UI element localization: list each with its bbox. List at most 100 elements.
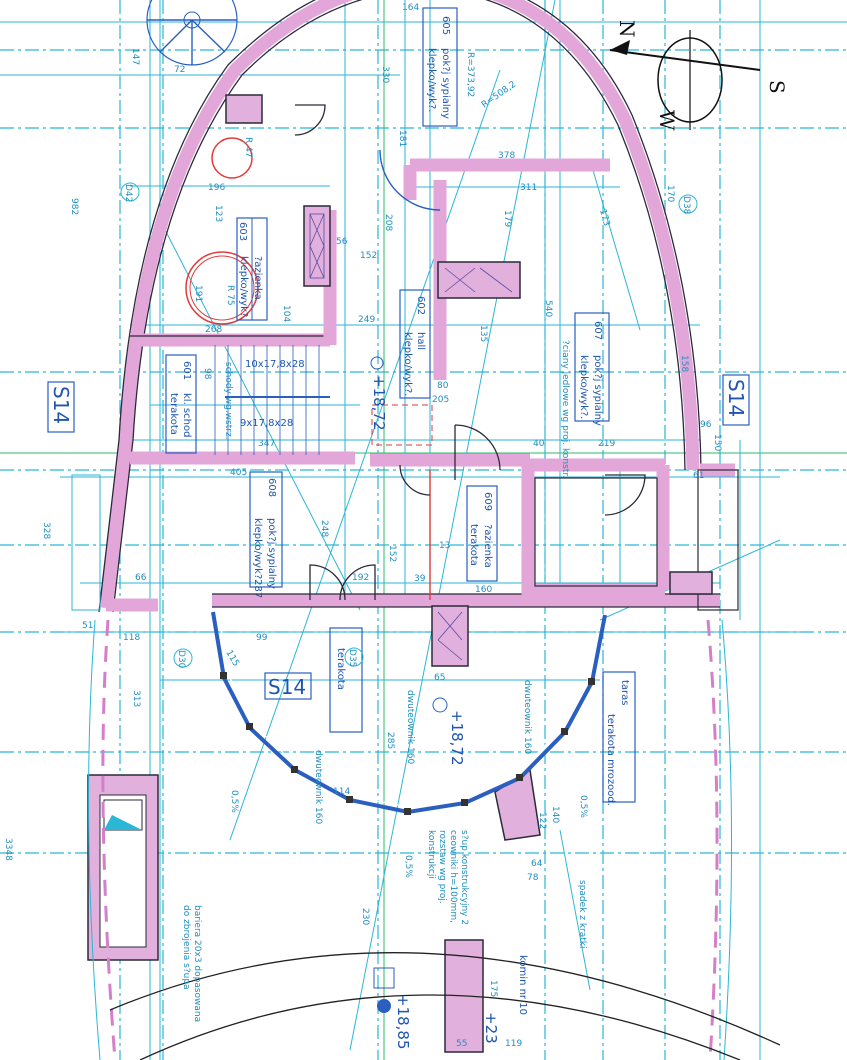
svg-text:330: 330 (380, 66, 390, 83)
svg-text:98: 98 (202, 368, 212, 380)
svg-text:118: 118 (123, 633, 140, 643)
svg-text:140: 140 (550, 806, 560, 823)
elevation-stair: +18,72 (370, 375, 388, 431)
svg-text:51: 51 (82, 621, 93, 631)
svg-text:S14: S14 (49, 386, 73, 424)
svg-text:64: 64 (531, 859, 543, 869)
elevation-bottom: +18,85 (394, 994, 412, 1050)
interior-walls (130, 158, 670, 600)
svg-text:72: 72 (174, 65, 185, 75)
elevation-chimney: +23 (482, 1012, 500, 1044)
room-finish: klepko/wyk?. (426, 48, 437, 112)
room-name: ?azienka (252, 256, 263, 300)
chimney-label: komin nr 10 (517, 955, 528, 1015)
radius-2: R 75 (225, 285, 235, 306)
svg-text:61: 61 (693, 471, 704, 481)
radius-3: R=373,92 (465, 52, 475, 97)
svg-text:D35: D35 (347, 649, 357, 667)
note-rail: bariera 20x3 dopasowana do zbrojenia s?u… (181, 905, 202, 1023)
doors (294, 104, 646, 601)
axis-label-left: S14 (47, 381, 75, 433)
svg-text:328: 328 (41, 522, 51, 539)
svg-text:181: 181 (397, 130, 407, 147)
svg-text:175: 175 (488, 980, 498, 997)
svg-text:66: 66 (135, 573, 147, 583)
room-finish: klepko/wyk?. (578, 355, 589, 419)
svg-text:99: 99 (256, 633, 268, 643)
room-605-label: 605 pok?j sypialny klepko/wyk?. (422, 7, 458, 127)
svg-text:122: 122 (537, 812, 547, 829)
slope-label-3: 0,5% (578, 795, 588, 818)
room-number: 608 (266, 478, 277, 497)
room-number: 605 (440, 16, 451, 35)
radius-1: R 47 (243, 137, 253, 158)
svg-text:192: 192 (352, 573, 369, 583)
svg-text:205: 205 (432, 395, 449, 405)
stair-lower-label: 9x17,8x28 (240, 418, 293, 429)
svg-text:285: 285 (385, 732, 395, 749)
north-label: N (615, 20, 639, 38)
south-label: S (765, 80, 789, 94)
svg-text:378: 378 (498, 151, 515, 161)
north-arrow: N S W (609, 20, 789, 131)
room-name: ?azienka (482, 524, 493, 568)
corridor-finish: terakota (335, 648, 346, 690)
svg-text:147: 147 (130, 48, 140, 65)
svg-text:96: 96 (700, 420, 712, 430)
svg-text:152: 152 (360, 251, 377, 261)
room-number: 609 (482, 492, 493, 511)
room-name: kl. schod (181, 393, 192, 437)
stair-upper-label: 10x17,8x28 (245, 359, 305, 370)
beam-label-3: dwuteownik 160 (522, 680, 532, 754)
svg-text:40: 40 (533, 439, 545, 449)
room-number: 603 (237, 222, 248, 241)
svg-text:173: 173 (597, 208, 611, 227)
svg-text:196: 196 (208, 183, 225, 193)
spiral-staircase (146, 0, 238, 66)
svg-text:S14: S14 (268, 675, 306, 699)
svg-text:13: 13 (439, 541, 450, 551)
svg-text:3348: 3348 (3, 838, 13, 861)
room-607-label: 607 pok?j sypialny klepko/wyk?. (574, 312, 610, 426)
room-finish: terakota (168, 393, 179, 435)
svg-text:150: 150 (712, 434, 722, 451)
svg-text:313: 313 (131, 690, 141, 707)
svg-text:405: 405 (230, 468, 247, 478)
svg-text:164: 164 (402, 3, 419, 13)
beam-label-2: dwuteownik 160 (313, 750, 323, 824)
room-finish: klepko/wyk?. (402, 332, 413, 396)
elevation-terrace: +18,72 (448, 710, 466, 766)
svg-text:123: 123 (213, 205, 223, 222)
slope-label: 0,5% (229, 790, 239, 813)
room-finish: klepko/wyk?. (238, 256, 249, 320)
svg-text:D30: D30 (176, 650, 186, 669)
room-608-label: 608 pok?j sypialny klepko/wyk?287 (249, 471, 283, 598)
note-wall: ?ciany jedlowe wg proj. konstr. (560, 340, 570, 478)
terrace-name: taras (619, 680, 630, 706)
room-finish: terakota (468, 524, 479, 566)
svg-text:158: 158 (679, 355, 689, 372)
svg-text:540: 540 (543, 300, 553, 317)
room-name: pok?j sypialny (266, 518, 277, 589)
svg-text:170: 170 (665, 185, 675, 202)
exterior-walls (71, 0, 739, 613)
room-name: pok?j sypialny (592, 355, 603, 426)
svg-text:219: 219 (598, 439, 615, 449)
radius-4: R=508,2 (480, 80, 518, 111)
slope-label-2: 0,5% (403, 855, 413, 878)
beam-label: dwuteownik 160 (405, 690, 415, 764)
terrace-finish: terakota mrozood. (605, 714, 616, 806)
circle-tags: D42 D38 D30 D35 (120, 182, 698, 669)
room-602-label: 602 hall klepko/wyk?. (399, 289, 431, 399)
svg-text:S14: S14 (724, 379, 748, 417)
svg-text:135: 135 (478, 325, 488, 342)
svg-text:347: 347 (258, 439, 275, 449)
axis-label-right: S14 (722, 374, 750, 426)
svg-text:39: 39 (414, 574, 426, 584)
svg-text:78: 78 (527, 873, 539, 883)
stairs (214, 345, 330, 455)
svg-text:56: 56 (336, 237, 348, 247)
terrace-label: taras terakota mrozood. (602, 671, 636, 806)
svg-text:160: 160 (475, 585, 492, 595)
